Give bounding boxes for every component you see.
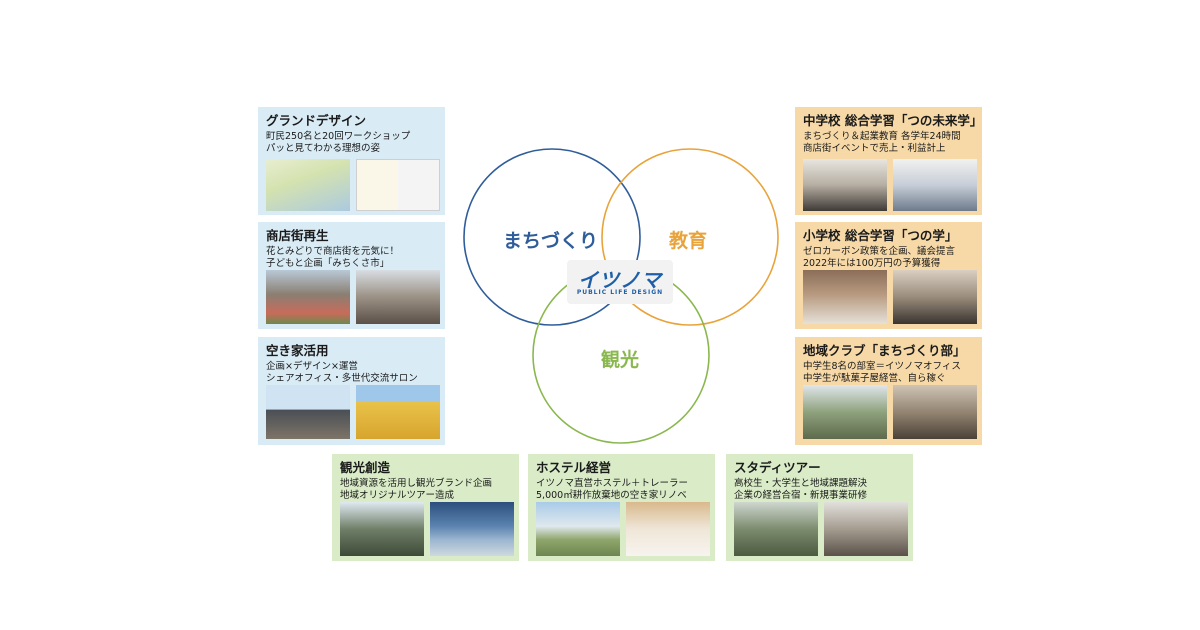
- kyoiku-label: 教育: [669, 230, 708, 252]
- photo-tour-group: [340, 502, 424, 556]
- card-title: グランドデザイン: [266, 113, 367, 128]
- card-line: 子どもと企画「みちくさ市」: [266, 258, 390, 269]
- photo-design-booklet: [356, 159, 440, 211]
- card-title: 空き家活用: [266, 343, 329, 358]
- card-line: 花とみどりで商店街を元気に！: [266, 246, 400, 257]
- photo-council-chamber: [803, 270, 887, 324]
- card-line: 町民250名と20回ワークショップ: [266, 131, 411, 142]
- photo-illustrated-map: [266, 159, 350, 211]
- photo-club-indoor: [893, 385, 977, 439]
- photo-beach-jump: [430, 502, 514, 556]
- card-line: 中学生が駄菓子屋経営、自ら稼ぐ: [803, 373, 946, 384]
- logo-mark: イツノマ: [578, 268, 662, 292]
- card-hostel: ホステル経営 イツノマ直営ホステル＋トレーラー 5,000㎡耕作放棄地の空き家リ…: [528, 454, 715, 561]
- photo-group-presentation: [893, 270, 977, 324]
- machizukuri-circle: [463, 148, 641, 326]
- card-club: 地域クラブ「まちづくり部」 中学生8名の部室＝イツノマオフィス 中学生が駄菓子屋…: [795, 337, 982, 445]
- machizukuri-label: まちづくり: [503, 230, 599, 252]
- card-chugakko: 中学校 総合学習「つの未来学」 まちづくり＆起業教育 各学年24時間 商店街イベ…: [795, 107, 982, 215]
- card-title: 小学校 総合学習「つの学」: [803, 228, 958, 243]
- kyoiku-circle: [601, 148, 779, 326]
- card-line: 中学生8名の部室＝イツノマオフィス: [803, 361, 961, 372]
- card-study-tour: スタディツアー 高校生・大学生と地域課題解決 企業の経営合宿・新規事業研修: [726, 454, 913, 561]
- itsunoma-logo: イツノマ PUBLIC LIFE DESIGN: [567, 260, 673, 304]
- card-title: 地域クラブ「まちづくり部」: [803, 343, 966, 358]
- photo-club-outdoor: [803, 385, 887, 439]
- photo-workshop-room: [824, 502, 908, 556]
- card-grand-design: グランドデザイン 町民250名と20回ワークショップ パッと見てわかる理想の姿: [258, 107, 445, 215]
- card-line: 企業の経営合宿・新規事業研修: [734, 490, 868, 501]
- card-title: ホステル経営: [536, 460, 612, 475]
- logo-subtitle: PUBLIC LIFE DESIGN: [576, 289, 664, 296]
- card-line: まちづくり＆起業教育 各学年24時間: [803, 131, 961, 142]
- card-line: 商店街イベントで売上・利益計上: [803, 143, 946, 154]
- card-line: イツノマ直営ホステル＋トレーラー: [536, 478, 689, 489]
- card-akiya: 空き家活用 企画×デザイン×運営 シェアオフィス・多世代交流サロン: [258, 337, 445, 445]
- card-title: 中学校 総合学習「つの未来学」: [803, 113, 983, 128]
- card-line: 地域オリジナルツアー造成: [340, 490, 455, 501]
- card-title: 商店街再生: [266, 228, 329, 243]
- photo-market-crowd: [266, 270, 350, 324]
- photo-event-booth: [893, 159, 977, 211]
- card-line: シェアオフィス・多世代交流サロン: [266, 373, 418, 384]
- card-line: 5,000㎡耕作放棄地の空き家リノベ: [536, 490, 687, 501]
- photo-share-office-building: [266, 385, 350, 439]
- card-shogakko: 小学校 総合学習「つの学」 ゼロカーボン政策を企画、議会提言 2022年には10…: [795, 222, 982, 329]
- photo-hostel-exterior: [536, 502, 620, 556]
- card-kanko: 観光創造 地域資源を活用し観光ブランド企画 地域オリジナルツアー造成: [332, 454, 519, 561]
- card-title: スタディツアー: [734, 460, 821, 475]
- card-line: 2022年には100万円の予算獲得: [803, 258, 941, 269]
- photo-salon-building: [356, 385, 440, 439]
- kanko-label: 観光: [601, 349, 640, 371]
- card-line: ゼロカーボン政策を企画、議会提言: [803, 246, 956, 257]
- photo-classroom: [803, 159, 887, 211]
- card-title: 観光創造: [340, 460, 391, 475]
- photo-hostel-interior: [626, 502, 710, 556]
- card-shotengai: 商店街再生 花とみどりで商店街を元気に！ 子どもと企画「みちくさ市」: [258, 222, 445, 329]
- card-line: 地域資源を活用し観光ブランド企画: [340, 478, 493, 489]
- card-line: 企画×デザイン×運営: [266, 361, 358, 372]
- card-line: 高校生・大学生と地域課題解決: [734, 478, 868, 489]
- photo-street-event: [356, 270, 440, 324]
- card-line: パッと見てわかる理想の姿: [266, 143, 381, 154]
- photo-study-group: [734, 502, 818, 556]
